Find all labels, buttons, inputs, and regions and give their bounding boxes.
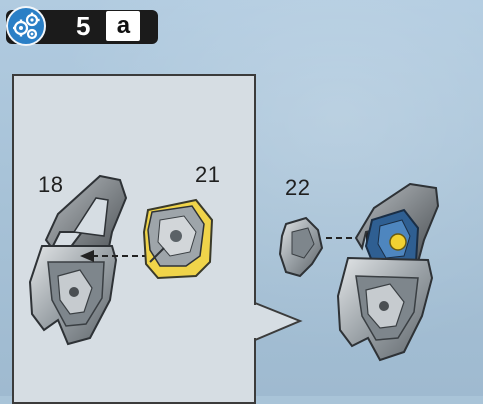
substep-label: a bbox=[106, 11, 140, 41]
step-number: 5 bbox=[76, 9, 90, 43]
gear-cluster-icon bbox=[6, 6, 46, 46]
